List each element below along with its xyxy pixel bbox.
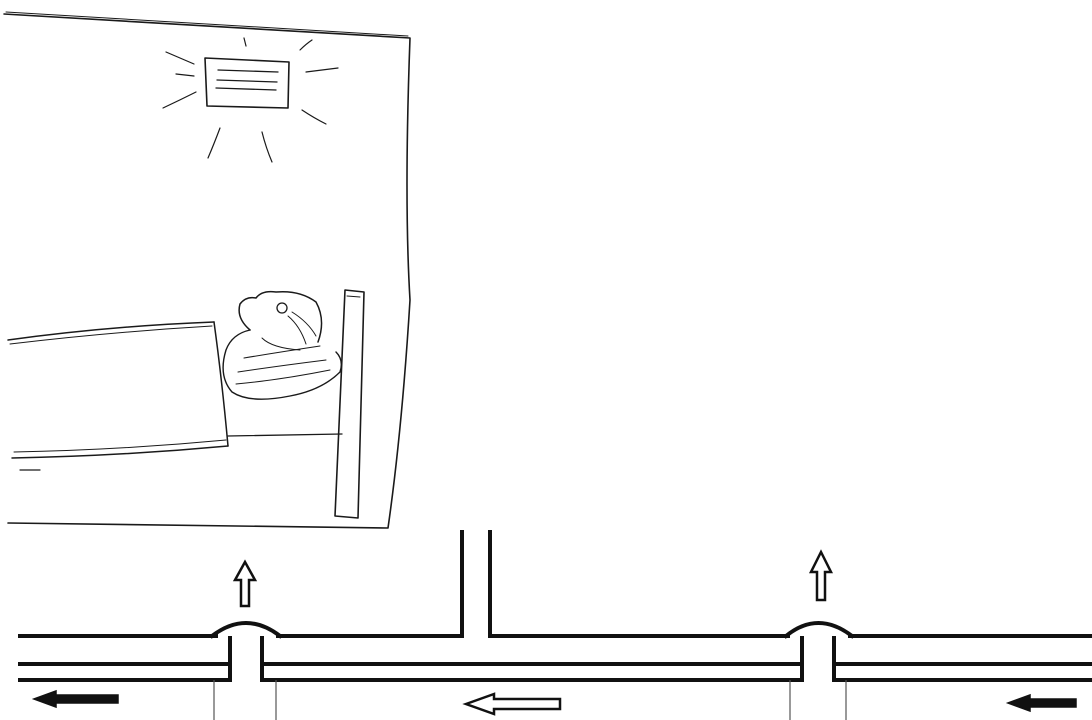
left-arrow-icon — [1008, 695, 1076, 711]
person-icon — [223, 292, 341, 400]
lamp-icon — [163, 38, 338, 162]
left-arrow-icon — [34, 691, 118, 707]
exhaust-arrow-middle — [466, 694, 560, 714]
room-sketch — [4, 12, 410, 528]
up-arrow-icon — [811, 552, 831, 600]
up-arrow-icon — [235, 562, 255, 606]
exhaust-arrow-right — [1008, 695, 1076, 711]
duct-system — [20, 532, 1092, 720]
headboard — [335, 290, 364, 518]
exhaust-arrow-left — [34, 691, 118, 707]
room-frame-overdraw — [6, 12, 408, 36]
diffuser-left — [212, 623, 280, 720]
left-arrow-icon — [466, 694, 560, 714]
supply-arrow-right — [811, 552, 831, 600]
diffuser-right — [786, 623, 852, 720]
supply-arrow-left — [235, 562, 255, 606]
